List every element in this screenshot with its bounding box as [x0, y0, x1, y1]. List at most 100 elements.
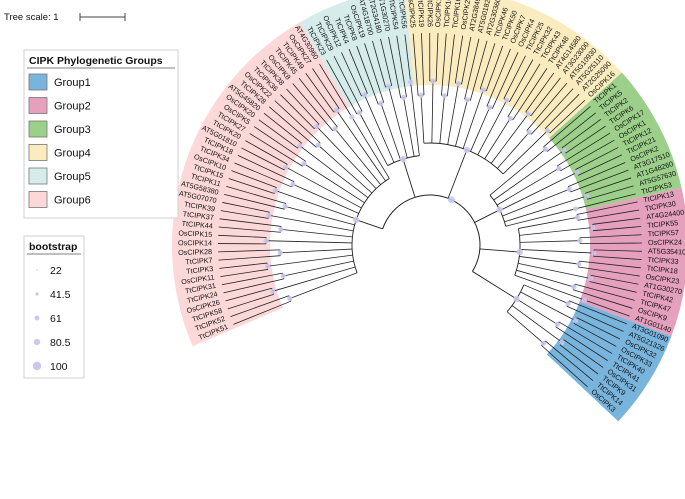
internal-branch [420, 95, 425, 144]
internal-branch [518, 216, 578, 229]
bootstrap-node [504, 97, 510, 103]
tip-branch [228, 178, 275, 194]
tip-branch [396, 35, 407, 97]
tip-branch [587, 185, 634, 200]
legend-label-group1: Group1 [54, 77, 91, 89]
tip-branch [219, 218, 282, 227]
tip-branch [249, 133, 303, 167]
tip-branch [218, 234, 267, 238]
bootstrap-node [581, 297, 588, 303]
legend-swatch-group6 [28, 191, 48, 208]
internal-branch [497, 132, 530, 169]
tip-branch [446, 34, 455, 97]
tip-branch [218, 255, 281, 261]
tip-branch [280, 94, 315, 130]
bootstrap-node [287, 295, 293, 302]
bootstrap-node [566, 186, 572, 192]
internal-branch [477, 99, 508, 156]
tip-branch [591, 274, 639, 285]
bootstrap-node [361, 92, 368, 98]
bootstrap-nodes [263, 78, 597, 346]
tip-branch [225, 287, 272, 302]
tip-branch [237, 155, 295, 182]
internal-branch [496, 167, 560, 206]
bootstrap-node [571, 284, 577, 290]
internal-branch [511, 305, 563, 343]
internal-branch [516, 269, 575, 288]
tip-branch [593, 226, 642, 232]
tip-label: TtCIPK26 [426, 0, 435, 27]
internal-branch [267, 254, 353, 267]
tip-branch [333, 55, 363, 112]
tip-branch [274, 100, 321, 144]
tip-branch [219, 262, 268, 269]
bootstrap-node [591, 250, 597, 256]
bootstrap-node [554, 321, 560, 327]
bootstrap-node [385, 83, 392, 89]
internal-branch [280, 228, 353, 238]
internal-branch [403, 97, 415, 157]
group-legend-box [23, 49, 179, 219]
root-branch [479, 248, 520, 253]
bootstrap-node [441, 93, 448, 99]
tip-branch [585, 177, 632, 194]
tip-branch [234, 162, 292, 188]
tip-branch [507, 63, 541, 117]
bootstrap-node [352, 216, 360, 223]
root-branch [356, 219, 383, 230]
tip-branch [589, 281, 637, 293]
bootstrap-legend-value: 80.5 [50, 337, 71, 349]
sector-group5 [299, 0, 415, 107]
bootstrap-node [590, 224, 596, 231]
internal-branch [484, 118, 511, 160]
tip-label: TtCIPK19 [416, 0, 426, 27]
internal-branch [455, 99, 468, 147]
tip-branch [412, 33, 419, 96]
internal-branch [516, 298, 558, 325]
tip-branch [245, 140, 288, 165]
tip-branch [578, 154, 623, 176]
legend-label-group5: Group5 [54, 171, 91, 183]
bootstrap-node [480, 87, 486, 93]
tip-branch [372, 40, 386, 88]
tip-branch [292, 83, 334, 131]
internal-branch [410, 82, 420, 156]
tip-branch [231, 170, 277, 188]
bootstrap-legend-dot [35, 292, 39, 296]
bootstrap-node [278, 226, 284, 232]
tip-branch [574, 283, 635, 301]
tip-branch [573, 289, 633, 309]
bootstrap-node [561, 147, 567, 153]
internal-branch [490, 113, 529, 164]
internal-branch [283, 260, 354, 277]
root-arc [382, 194, 481, 272]
tip-branch [220, 269, 268, 277]
bootstrap-node [464, 97, 471, 103]
bootstrap-node [455, 80, 462, 87]
bootstrap-node [263, 238, 269, 244]
tip-branch [404, 34, 412, 83]
tip-label: TtCIPK57 [647, 228, 679, 238]
tip-label: TtCIPK7 [185, 255, 213, 266]
tip-branch [503, 55, 526, 99]
tip-branch [341, 52, 362, 97]
sector-group2 [579, 187, 685, 337]
group-legend: CIPK Phylogenetic Groups Group1Group2Gro… [23, 49, 179, 219]
internal-branch [285, 166, 362, 209]
bootstrap-node [399, 155, 407, 163]
tip-branch [221, 272, 283, 286]
tip-branch [559, 344, 599, 375]
tip-branch [348, 48, 368, 94]
tip-branch [569, 300, 627, 325]
tip-branch [218, 249, 281, 253]
tip-branch [561, 119, 601, 149]
tip-branch [570, 169, 629, 193]
internal-branch [316, 126, 377, 189]
bootstrap-node [496, 206, 503, 213]
bootstrap-legend-value: 100 [50, 361, 68, 373]
internal-branch [292, 183, 359, 214]
tip-branch [578, 266, 640, 277]
root-branch [472, 271, 517, 300]
tip-branch [577, 209, 640, 221]
